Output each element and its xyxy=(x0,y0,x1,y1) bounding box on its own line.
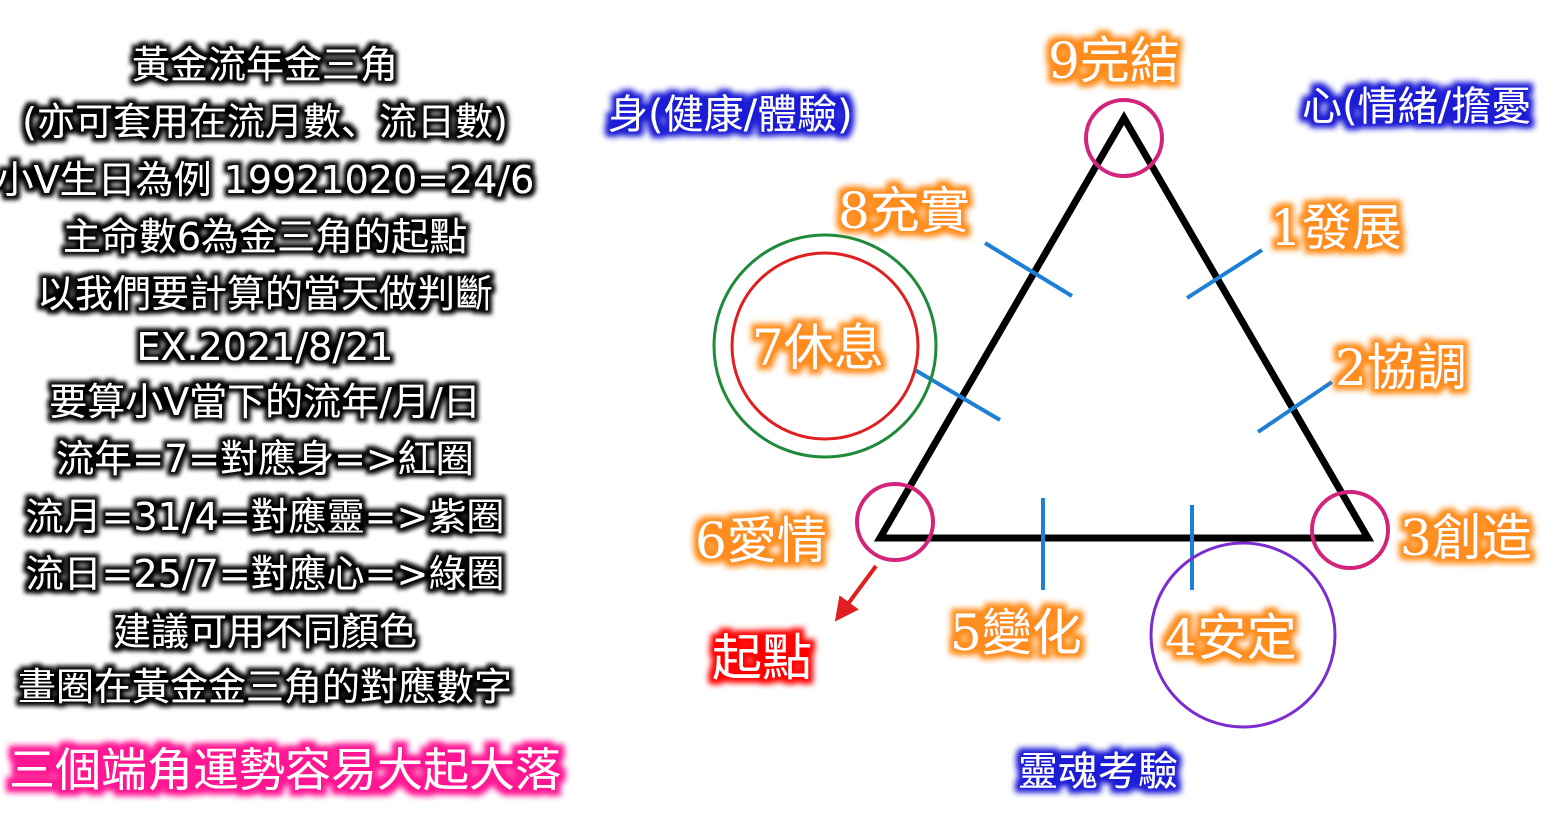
node-label-4: 4安定 xyxy=(1165,609,1297,667)
tick-marks xyxy=(913,241,1334,590)
node-label-5: 5變化 xyxy=(950,604,1082,662)
text-line: 流月=31/4=對應靈=>紫圈 xyxy=(26,495,505,539)
vertex-circle-6 xyxy=(855,482,935,562)
warning-text: 三個端角運勢容易大起大落 xyxy=(9,743,561,797)
node-label-1: 1發展 xyxy=(1270,199,1402,257)
tick-1 xyxy=(1185,248,1264,300)
red-circle-year xyxy=(730,251,920,441)
text-line: 要算小V當下的流年/月/日 xyxy=(49,380,481,424)
start-label: 起點 xyxy=(712,629,812,687)
node-label-7: 7休息 xyxy=(752,319,884,377)
node-label-8: 8充實 xyxy=(838,182,970,240)
text-line: 建議可用不同顏色 xyxy=(113,610,417,654)
node-label-2: 2協調 xyxy=(1335,339,1467,397)
text-line: 小V生日為例 19921020=24/6 xyxy=(0,158,534,202)
triangle xyxy=(873,111,1375,542)
text-line: 以我們要計算的當天做判斷 xyxy=(37,272,493,316)
green-circle-day xyxy=(712,233,938,459)
text-line: 流年=7=對應身=>紅圈 xyxy=(56,437,474,481)
text-line: 畫圈在黃金金三角的對應數字 xyxy=(18,665,512,709)
soul-label: 靈魂考驗 xyxy=(1018,749,1178,795)
text-line: EX.2021/8/21 xyxy=(137,325,394,369)
text-line: 流日=25/7=對應心=>綠圈 xyxy=(26,552,505,596)
explanation-text: 黃金流年金三角 (亦可套用在流月數、流日數) 小V生日為例 19921020=2… xyxy=(0,43,561,797)
node-label-9: 9完結 xyxy=(1048,32,1180,90)
text-line: 主命數6為金三角的起點 xyxy=(63,215,467,259)
purple-circle-month xyxy=(1149,541,1337,729)
tick-2 xyxy=(1256,380,1334,434)
body-label: 身(健康/體驗) xyxy=(608,92,853,138)
mind-label: 心(情緒/擔憂 xyxy=(1302,84,1531,130)
vertex-circle-3 xyxy=(1310,490,1390,570)
start-arrow-icon xyxy=(834,564,878,622)
tick-7 xyxy=(913,368,1002,422)
text-line: (亦可套用在流月數、流日數) xyxy=(22,100,508,144)
text-line-title: 黃金流年金三角 xyxy=(132,43,398,87)
node-label-6: 6愛情 xyxy=(695,512,827,570)
tick-8 xyxy=(983,241,1074,298)
node-label-3: 3創造 xyxy=(1400,509,1532,567)
vertex-circle-9 xyxy=(1084,98,1164,178)
